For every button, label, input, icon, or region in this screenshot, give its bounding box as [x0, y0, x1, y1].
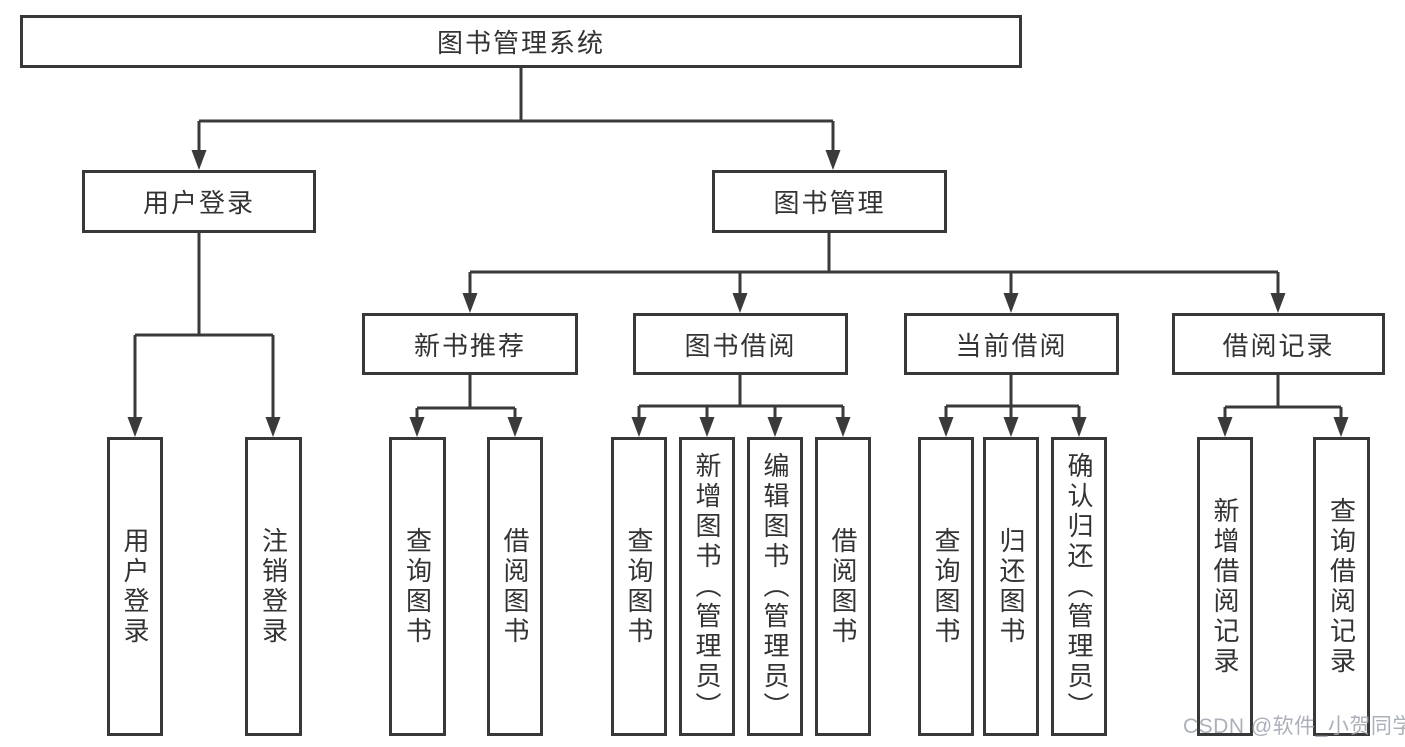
node-current-borrowing: 当前借阅 — [904, 313, 1119, 375]
leaf-label: 查询借阅记录 — [1326, 496, 1357, 677]
leaf-label: 新增借阅记录 — [1210, 496, 1240, 677]
leaf-return-books: 归还图书 — [983, 437, 1039, 736]
leaf-query-borrow-record: 查询借阅记录 — [1313, 437, 1370, 736]
leaf-confirm-return-admin: 确认归还（管理员） — [1051, 437, 1107, 736]
node-borrowing-records: 借阅记录 — [1172, 313, 1385, 375]
leaf-logout-login: 注销登录 — [245, 437, 302, 736]
leaf-label: 查询图书 — [624, 526, 654, 647]
leaf-edit-books-admin: 编辑图书（管理员） — [747, 437, 803, 736]
leaf-label: 借阅图书 — [500, 526, 530, 647]
leaf-query-books-borrowing: 查询图书 — [611, 437, 667, 736]
leaf-borrow-books-recommend: 借阅图书 — [487, 437, 543, 736]
arrowheads — [127, 150, 1349, 437]
leaf-label: 新增图书（管理员） — [692, 451, 722, 722]
leaf-label: 借阅图书 — [828, 526, 858, 647]
leaf-label: 查询图书 — [931, 526, 961, 647]
node-book-management: 图书管理 — [712, 170, 947, 233]
csdn-watermark: CSDN @软件_小贺同学 — [1183, 715, 1405, 738]
leaf-add-books-admin: 新增图书（管理员） — [679, 437, 735, 736]
node-user-login: 用户登录 — [82, 170, 316, 233]
leaf-label: 归还图书 — [996, 526, 1026, 647]
leaf-user-login: 用户登录 — [107, 437, 163, 736]
leaf-label: 确认归还（管理员） — [1064, 451, 1094, 722]
node-book-borrowing: 图书借阅 — [633, 313, 848, 375]
node-root: 图书管理系统 — [20, 15, 1022, 68]
leaf-label: 查询图书 — [402, 526, 433, 647]
leaf-query-books-recommend: 查询图书 — [389, 437, 446, 736]
leaf-label: 编辑图书（管理员） — [760, 451, 790, 722]
leaf-add-borrow-record: 新增借阅记录 — [1197, 437, 1253, 736]
node-new-book-recommendation: 新书推荐 — [362, 313, 578, 375]
leaf-label: 注销登录 — [258, 526, 289, 647]
leaf-query-books-current: 查询图书 — [918, 437, 974, 736]
leaf-label: 用户登录 — [120, 526, 150, 647]
leaf-borrow-books-borrowing: 借阅图书 — [815, 437, 871, 736]
